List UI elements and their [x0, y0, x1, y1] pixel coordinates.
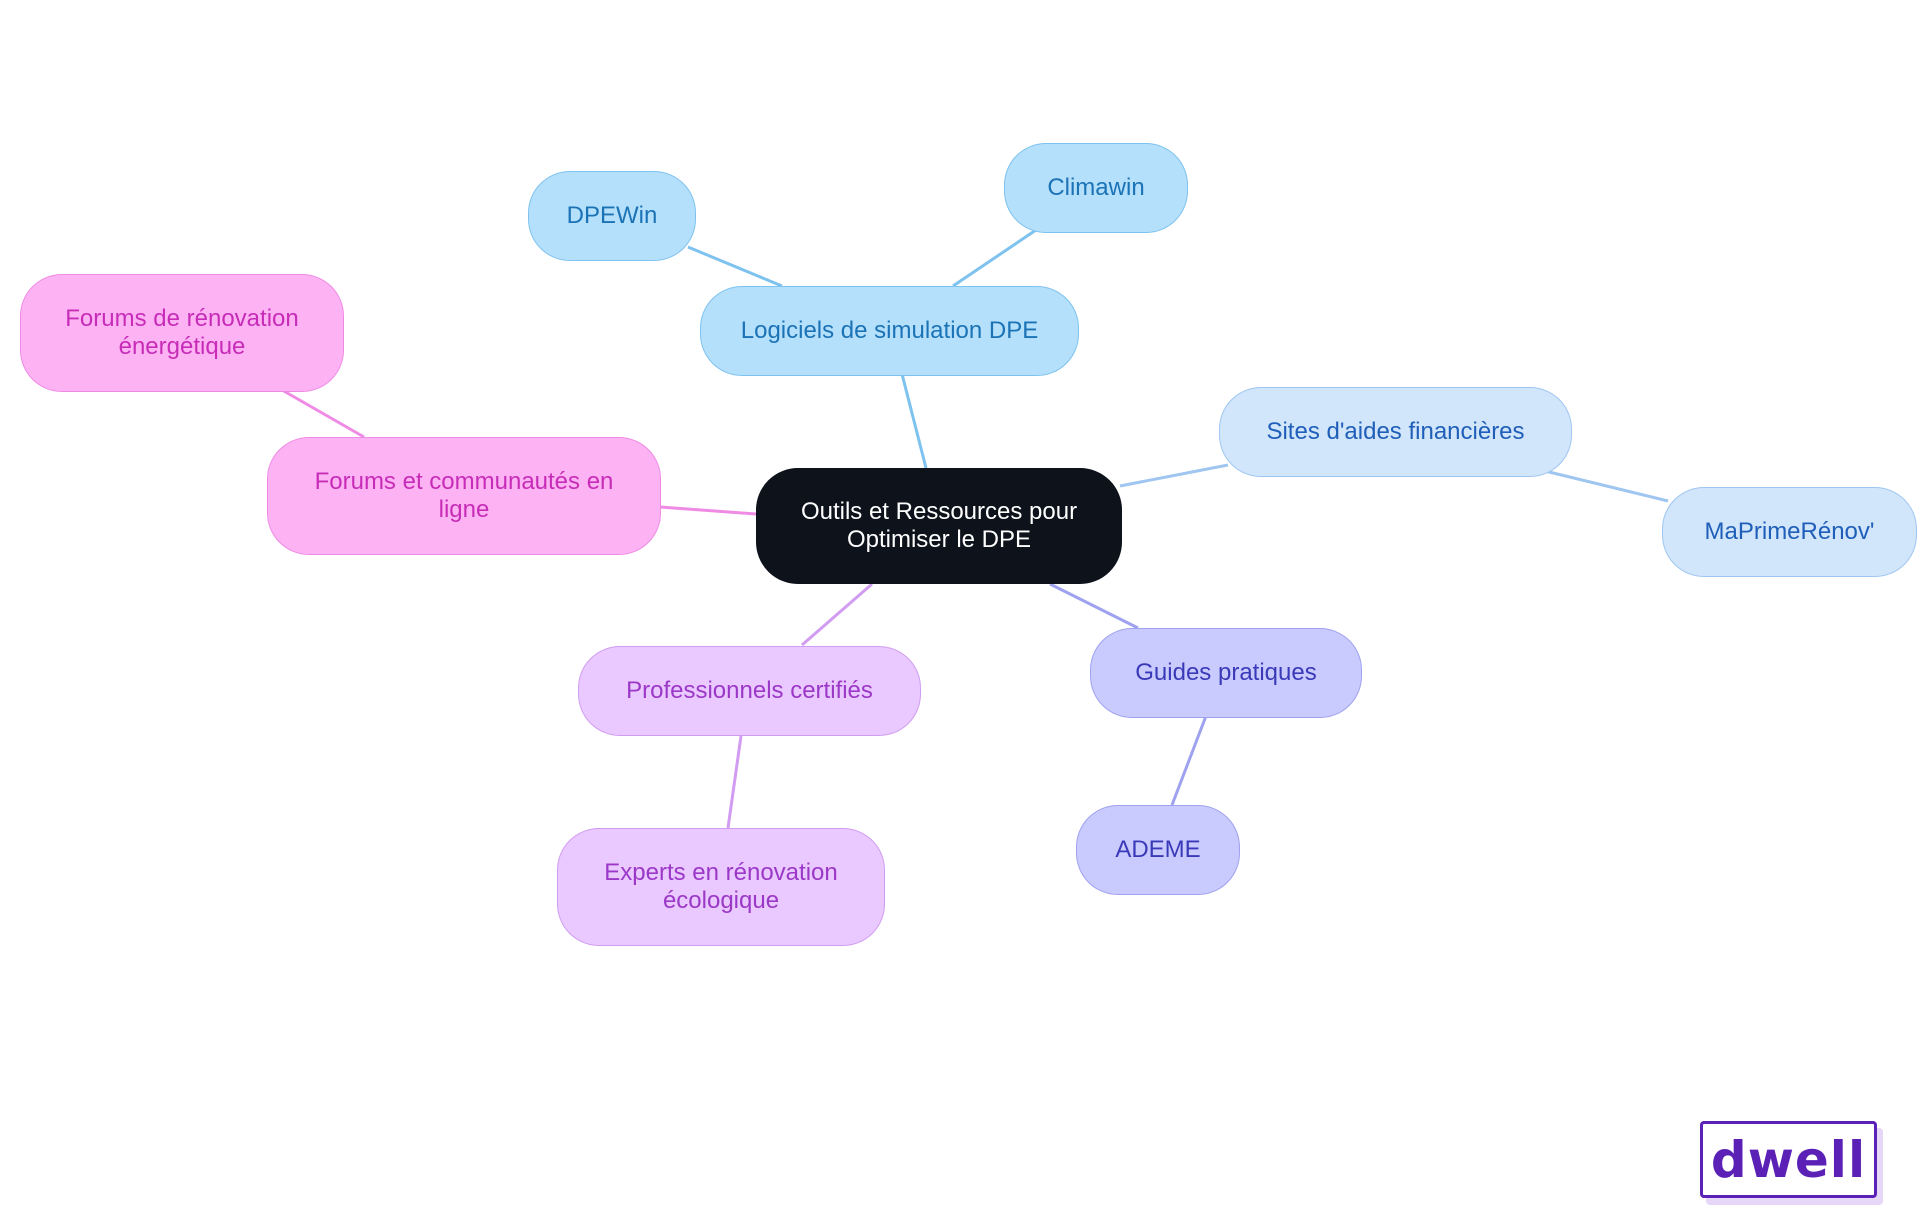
node-label: Guides pratiques: [1135, 659, 1317, 686]
dwell-logo: dwell: [1700, 1121, 1877, 1198]
edge-center-sites: [1119, 463, 1229, 488]
node-maprimerenov[interactable]: MaPrimeRénov': [1662, 487, 1917, 577]
node-logiciels-simulation[interactable]: Logiciels de simulation DPE: [700, 286, 1079, 376]
edge-center-guides: [1049, 582, 1139, 630]
node-guides-pratiques[interactable]: Guides pratiques: [1090, 628, 1362, 718]
node-forums-communautes[interactable]: Forums et communautés en ligne: [267, 437, 661, 555]
node-label: ADEME: [1115, 836, 1201, 863]
edge-logiciels-climawin: [952, 228, 1037, 288]
edge-forums-forums-renovation: [281, 388, 365, 439]
center-node[interactable]: Outils et Ressources pour Optimiser le D…: [756, 468, 1122, 584]
node-climawin[interactable]: Climawin: [1004, 143, 1188, 233]
edge-sites-maprimerenov: [1544, 469, 1669, 503]
edge-center-logiciels: [900, 373, 928, 469]
node-label: Logiciels de simulation DPE: [740, 317, 1039, 344]
edge-logiciels-dpewin: [687, 245, 783, 288]
edge-professionnels-experts: [726, 735, 743, 829]
node-label: DPEWin: [566, 202, 658, 229]
node-ademe[interactable]: ADEME: [1076, 805, 1240, 895]
node-sites-aides[interactable]: Sites d'aides financières: [1219, 387, 1572, 477]
node-forums-renovation[interactable]: Forums de rénovation énergétique: [20, 274, 344, 392]
node-label: Experts en rénovation écologique: [604, 859, 838, 914]
center-node-label: Outils et Ressources pour Optimiser le D…: [800, 498, 1078, 553]
node-dpewin[interactable]: DPEWin: [528, 171, 696, 261]
node-label: Forums de rénovation énergétique: [65, 305, 299, 360]
node-label: Climawin: [1047, 174, 1145, 201]
edge-guides-ademe: [1170, 715, 1208, 806]
node-professionnels-certifies[interactable]: Professionnels certifiés: [578, 646, 921, 736]
node-label: Sites d'aides financières: [1266, 418, 1525, 445]
node-experts-renovation[interactable]: Experts en rénovation écologique: [557, 828, 885, 946]
logo-text: dwell: [1710, 1130, 1867, 1189]
node-label: MaPrimeRénov': [1704, 518, 1875, 545]
edge-center-professionnels: [801, 582, 873, 647]
node-label: Professionnels certifiés: [626, 677, 873, 704]
edge-center-forums: [659, 505, 757, 516]
node-label: Forums et communautés en ligne: [314, 468, 614, 523]
